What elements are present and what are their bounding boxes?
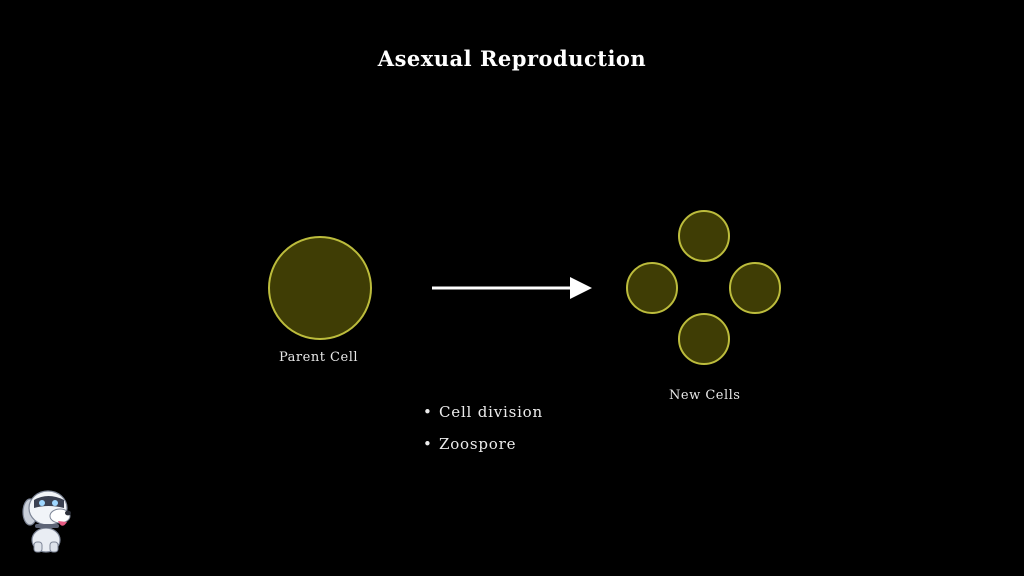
- list-item: • Cell division: [423, 402, 543, 422]
- new-cell-left: [626, 262, 678, 314]
- division-arrow: [432, 277, 592, 299]
- bullet-icon: •: [423, 403, 433, 421]
- list-item: • Zoospore: [423, 434, 543, 454]
- new-cell-right: [729, 262, 781, 314]
- new-cell-bottom: [678, 313, 730, 365]
- parent-cell: [268, 236, 372, 340]
- diagram-title: Asexual Reproduction: [377, 46, 647, 71]
- reproduction-methods-list: • Cell division • Zoospore: [423, 402, 543, 466]
- parent-cell-label: Parent Cell: [279, 350, 359, 365]
- bullet-icon: •: [423, 435, 433, 453]
- robot-dog-mascot-icon: [22, 490, 71, 553]
- new-cell-top: [678, 210, 730, 262]
- list-item-text: Cell division: [439, 403, 543, 421]
- new-cells-label: New Cells: [669, 388, 741, 403]
- list-item-text: Zoospore: [439, 435, 517, 453]
